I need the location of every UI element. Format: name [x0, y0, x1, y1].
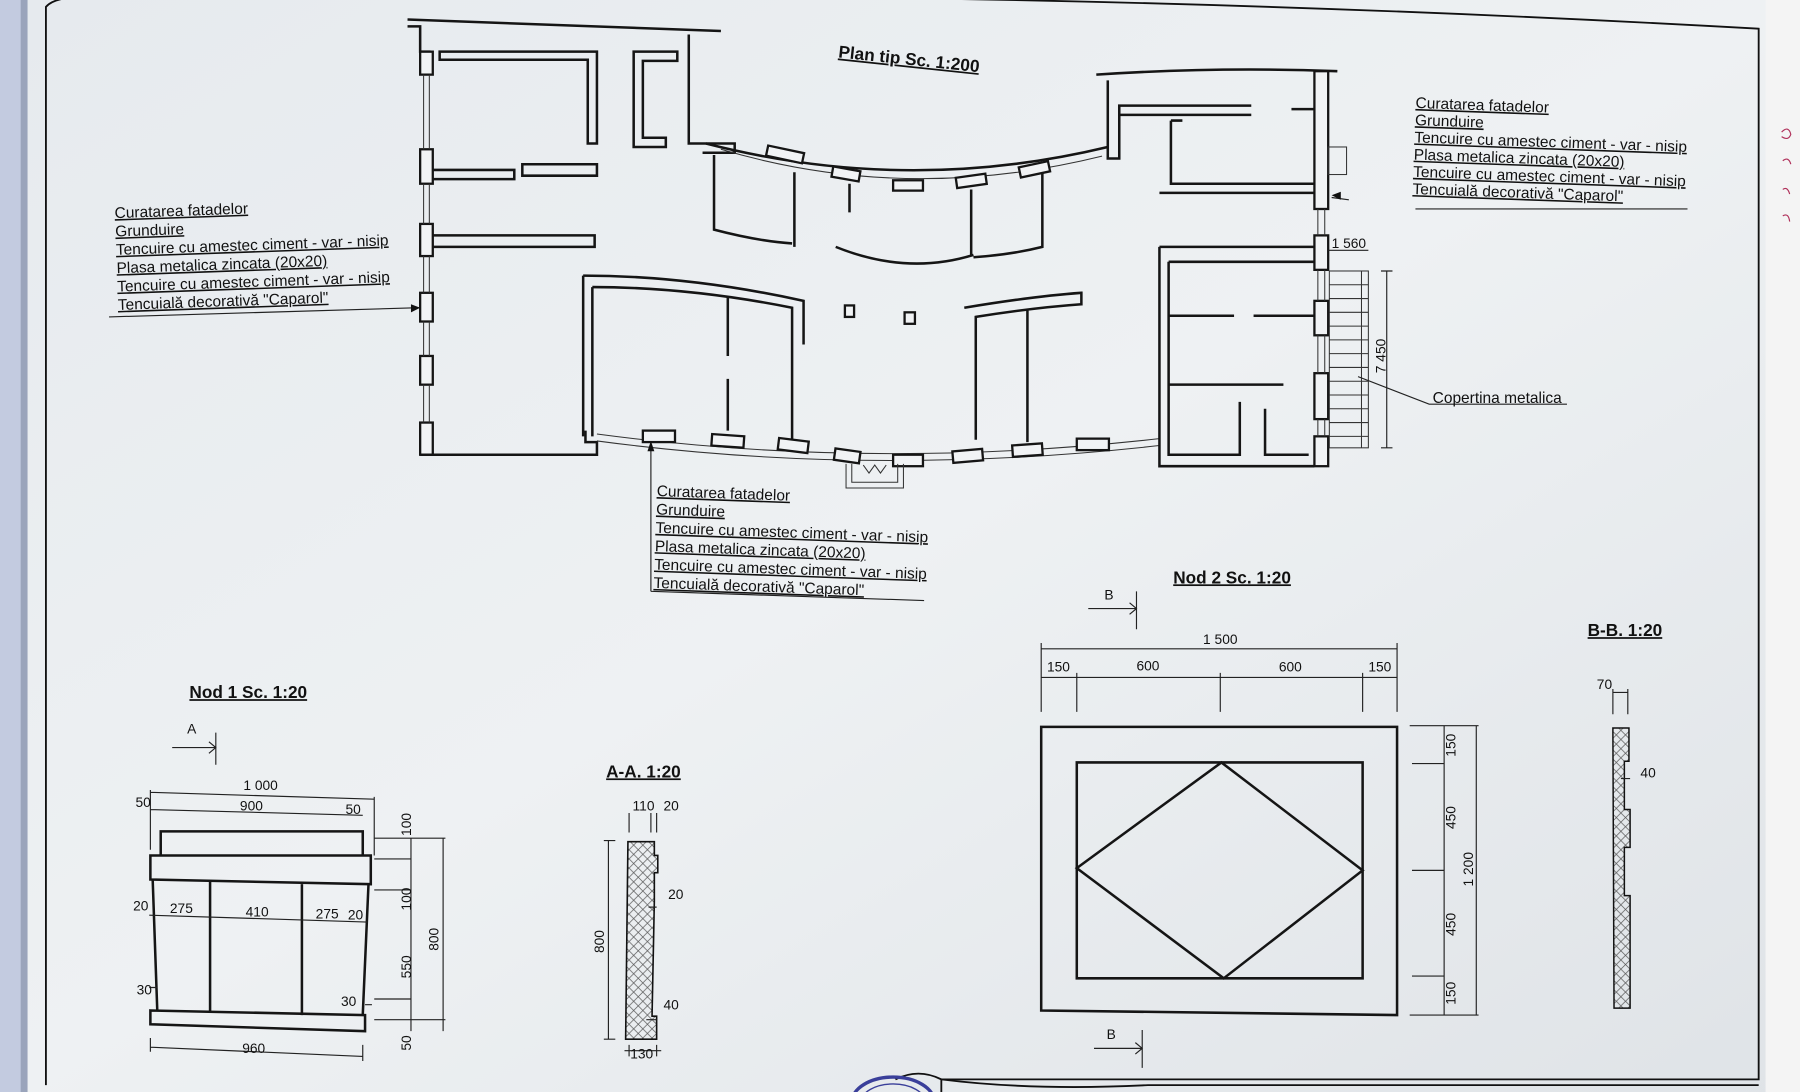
section-mark-b-bottom: B [1094, 1027, 1144, 1068]
aa-dim-130: 130 [630, 1047, 653, 1062]
nod2-dim-w1: 150 [1047, 660, 1070, 675]
nod1-dim-v100b: 100 [399, 887, 414, 910]
nod2-dim-w3: 600 [1279, 660, 1302, 675]
canopy-label: Copertina metalica [1433, 390, 1562, 407]
nod1-dim-v800: 800 [427, 927, 442, 950]
annotation-line: Curatarea fatadelor [114, 201, 248, 223]
nod1-drawing [149, 830, 373, 1033]
nod2-dim-htotal: 1 200 [1461, 852, 1476, 887]
nod1-dimension-lines [149, 790, 446, 1061]
nod2-dim-h1: 150 [1444, 733, 1459, 756]
plan-dim-length: 7 450 [1374, 338, 1389, 373]
nod1-dim-v50: 50 [399, 1035, 414, 1051]
aa-dim-800: 800 [592, 930, 607, 953]
aa-dim-20: 20 [664, 799, 680, 814]
annotation-line: Curatarea fatadelor [1415, 95, 1549, 117]
annotation-line: Grunduire [115, 221, 184, 240]
section-mark-b-top: B [1088, 587, 1138, 630]
nod1-dim-right50: 50 [346, 802, 362, 817]
section-mark-label: A [187, 722, 197, 737]
leader-bottom [650, 443, 925, 602]
section-aa-title: A-A. 1:20 [606, 761, 681, 781]
nod1-dim-l30: 30 [137, 982, 153, 997]
plan-dim-width: 1 560 [1332, 236, 1367, 251]
bb-dim-40: 40 [1640, 765, 1656, 780]
canopy-hatching [1328, 270, 1369, 449]
nod2-dim-w4: 150 [1368, 660, 1391, 675]
nod1-dim-total: 1 000 [243, 778, 278, 793]
section-bb-title: B-B. 1:20 [1588, 620, 1663, 640]
nod1-title: Nod 1 Sc. 1:20 [189, 682, 307, 702]
section-mark-a: A [172, 722, 217, 765]
nod2-dim-h2: 450 [1444, 806, 1459, 829]
stamp [853, 1075, 933, 1092]
annotation-line: Curatarea fatadelor [656, 483, 790, 505]
nod1-dim-r20: 20 [348, 908, 364, 923]
binder-edge [0, 0, 23, 1092]
annotation-line: Grunduire [656, 501, 725, 520]
nod1-dim-inner: 900 [240, 799, 263, 814]
nod2-dim-h4: 150 [1444, 981, 1459, 1004]
nod1-dim-c2: 410 [246, 904, 269, 919]
nod1-dim-c1: 275 [170, 901, 193, 916]
section-mark-label: B [1104, 587, 1113, 602]
leader-left [109, 307, 420, 318]
nod1-dim-c3: 275 [316, 907, 339, 922]
nod2-dim-total: 1 500 [1203, 632, 1238, 647]
title-block-border [940, 1078, 1759, 1092]
aa-dim-110: 110 [633, 799, 655, 814]
bb-dim-70: 70 [1597, 677, 1613, 692]
binder-shadow [20, 0, 28, 1092]
nod2-panel [1039, 725, 1399, 1017]
nod1-dim-bottom: 960 [242, 1041, 265, 1056]
section-aa-profile [624, 840, 659, 1040]
nod1-dim-left50: 50 [135, 795, 151, 810]
nod2-title: Nod 2 Sc. 1:20 [1173, 567, 1291, 587]
nod1-dim-v550: 550 [399, 955, 414, 978]
handwriting-marks [1781, 128, 1792, 222]
section-mark-label: B [1107, 1027, 1116, 1042]
nod2-dim-w2: 600 [1136, 659, 1159, 674]
nod2-dim-h3: 450 [1444, 913, 1459, 936]
nod1-dim-r30: 30 [341, 994, 357, 1009]
nod1-dim-v100a: 100 [399, 813, 414, 836]
next-page-edge [1765, 0, 1800, 1092]
section-bb-profile [1612, 727, 1631, 1009]
aa-dim-mid20: 20 [668, 887, 684, 902]
sheet-border [45, 0, 1760, 1086]
nod1-dim-l20: 20 [133, 899, 149, 914]
floor-plan [407, 18, 1688, 489]
annotation-left: Curatarea fatadelor Grunduire Tencuire c… [114, 201, 390, 314]
leader-arrow-right [1331, 191, 1341, 200]
annotation-line: Grunduire [1415, 112, 1484, 131]
aa-dim-40: 40 [664, 997, 680, 1012]
